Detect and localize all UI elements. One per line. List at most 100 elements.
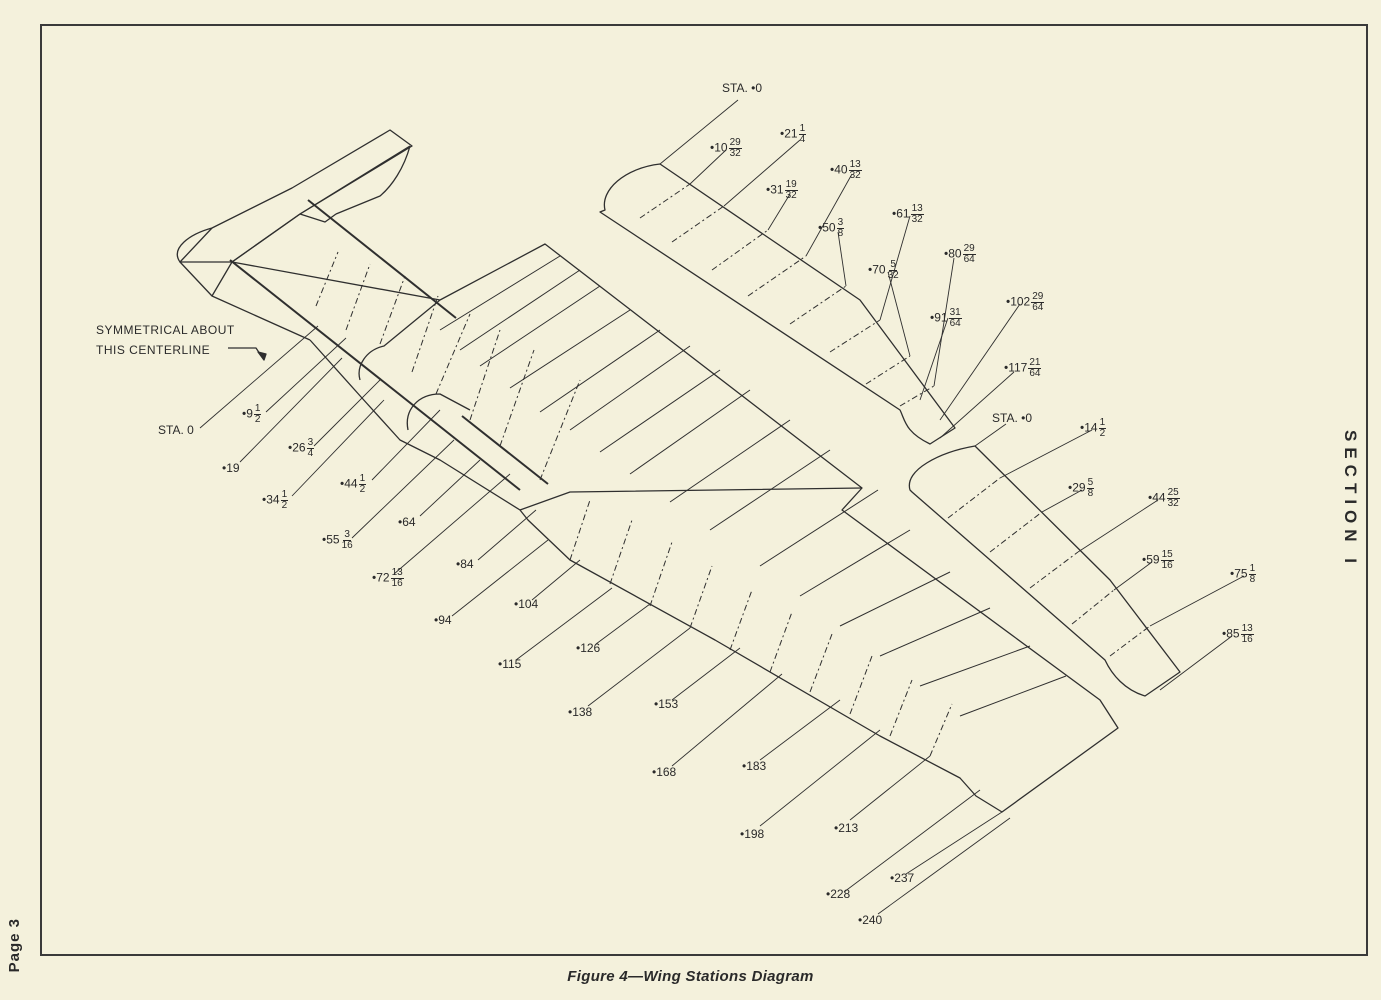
leader-line <box>849 755 931 821</box>
leader-line <box>759 699 841 761</box>
fraction-numerator: 3 <box>306 437 315 449</box>
leader-line <box>671 673 783 767</box>
station-value: •31 <box>766 182 784 197</box>
aileron-rib <box>1029 551 1079 589</box>
station-label: •213 <box>834 822 858 834</box>
trailing-rib <box>809 633 833 693</box>
station-value: •40 <box>830 162 848 177</box>
station-label: •153 <box>654 698 678 710</box>
fraction-numerator: 1 <box>798 123 807 135</box>
leader-line <box>974 423 1007 447</box>
station-value: •228 <box>826 887 851 901</box>
station-label: •64 <box>398 516 416 528</box>
centerline-arrowhead <box>257 351 267 361</box>
leader-line <box>313 379 381 447</box>
station-value: •10 <box>710 140 728 155</box>
fraction-denominator: 16 <box>391 578 403 589</box>
fraction-denominator: 16 <box>1241 634 1253 645</box>
root-leading-edge <box>231 261 441 301</box>
leader-line <box>371 409 441 481</box>
station-value: •80 <box>944 246 962 261</box>
flap-rib <box>829 319 881 353</box>
leader-line <box>999 429 1093 479</box>
symmetry-note-line2: THIS CENTERLINE <box>96 343 211 357</box>
spar-line-2 <box>229 259 521 491</box>
station-value: •70 <box>868 262 886 277</box>
station-line <box>879 607 991 657</box>
station-label: STA. •0 <box>992 412 1032 424</box>
fraction-numerator: 5 <box>1086 477 1095 489</box>
fraction-denominator: 4 <box>307 448 314 459</box>
station-value: •21 <box>780 126 798 141</box>
trailing-rib <box>649 541 673 607</box>
flap-rib <box>865 355 911 385</box>
station-value: •168 <box>652 765 677 779</box>
rib-line <box>411 295 439 373</box>
station-value: •126 <box>576 641 601 655</box>
leader-line <box>659 99 739 165</box>
station-value: •94 <box>434 613 452 627</box>
station-value: •29 <box>1068 480 1086 495</box>
leader-line <box>939 371 1015 439</box>
aileron-rib <box>1109 625 1151 657</box>
station-value: •115 <box>498 657 522 671</box>
station-value: •240 <box>858 913 883 927</box>
station-line <box>539 329 661 413</box>
leader-line <box>919 317 949 401</box>
flap-rib <box>671 205 725 243</box>
station-label: •94 <box>434 614 452 626</box>
station-value: •91 <box>930 310 948 325</box>
station-label: •126 <box>576 642 600 654</box>
fraction-denominator: 32 <box>785 190 797 201</box>
station-value: •75 <box>1230 566 1248 581</box>
station-value: •19 <box>222 461 240 475</box>
fraction-denominator: 64 <box>949 318 961 329</box>
station-label: •183 <box>742 760 766 772</box>
symmetry-note: SYMMETRICAL ABOUT THIS CENTERLINE <box>96 320 235 360</box>
rib-line <box>499 349 535 447</box>
spar-line-3 <box>461 415 549 485</box>
fraction-denominator: 64 <box>963 254 975 265</box>
flap-rib <box>711 229 769 271</box>
station-label: •240 <box>858 914 882 926</box>
station-value: •102 <box>1006 294 1031 309</box>
aileron-outline <box>908 445 1181 697</box>
flap-rib <box>639 183 691 219</box>
fraction-denominator: 32 <box>1167 498 1179 509</box>
fraction-denominator: 32 <box>911 214 923 225</box>
station-label: STA. 0 <box>158 424 194 436</box>
wing-root-outline <box>176 129 413 263</box>
fraction-denominator: 16 <box>341 540 353 551</box>
rib-line <box>345 263 371 331</box>
leader-line <box>515 587 613 661</box>
leader-line <box>477 509 537 561</box>
fraction-numerator: 31 <box>948 307 962 319</box>
station-value: •44 <box>1148 490 1166 505</box>
trailing-rib <box>569 499 591 561</box>
fraction-numerator: 15 <box>1160 549 1174 561</box>
leader-line <box>1159 635 1233 691</box>
station-label: •115 <box>498 658 521 670</box>
leader-line <box>905 811 1003 875</box>
station-value: •59 <box>1142 552 1160 567</box>
station-value: •117 <box>1004 360 1028 375</box>
leader-line <box>767 193 791 231</box>
leader-line <box>723 139 801 207</box>
